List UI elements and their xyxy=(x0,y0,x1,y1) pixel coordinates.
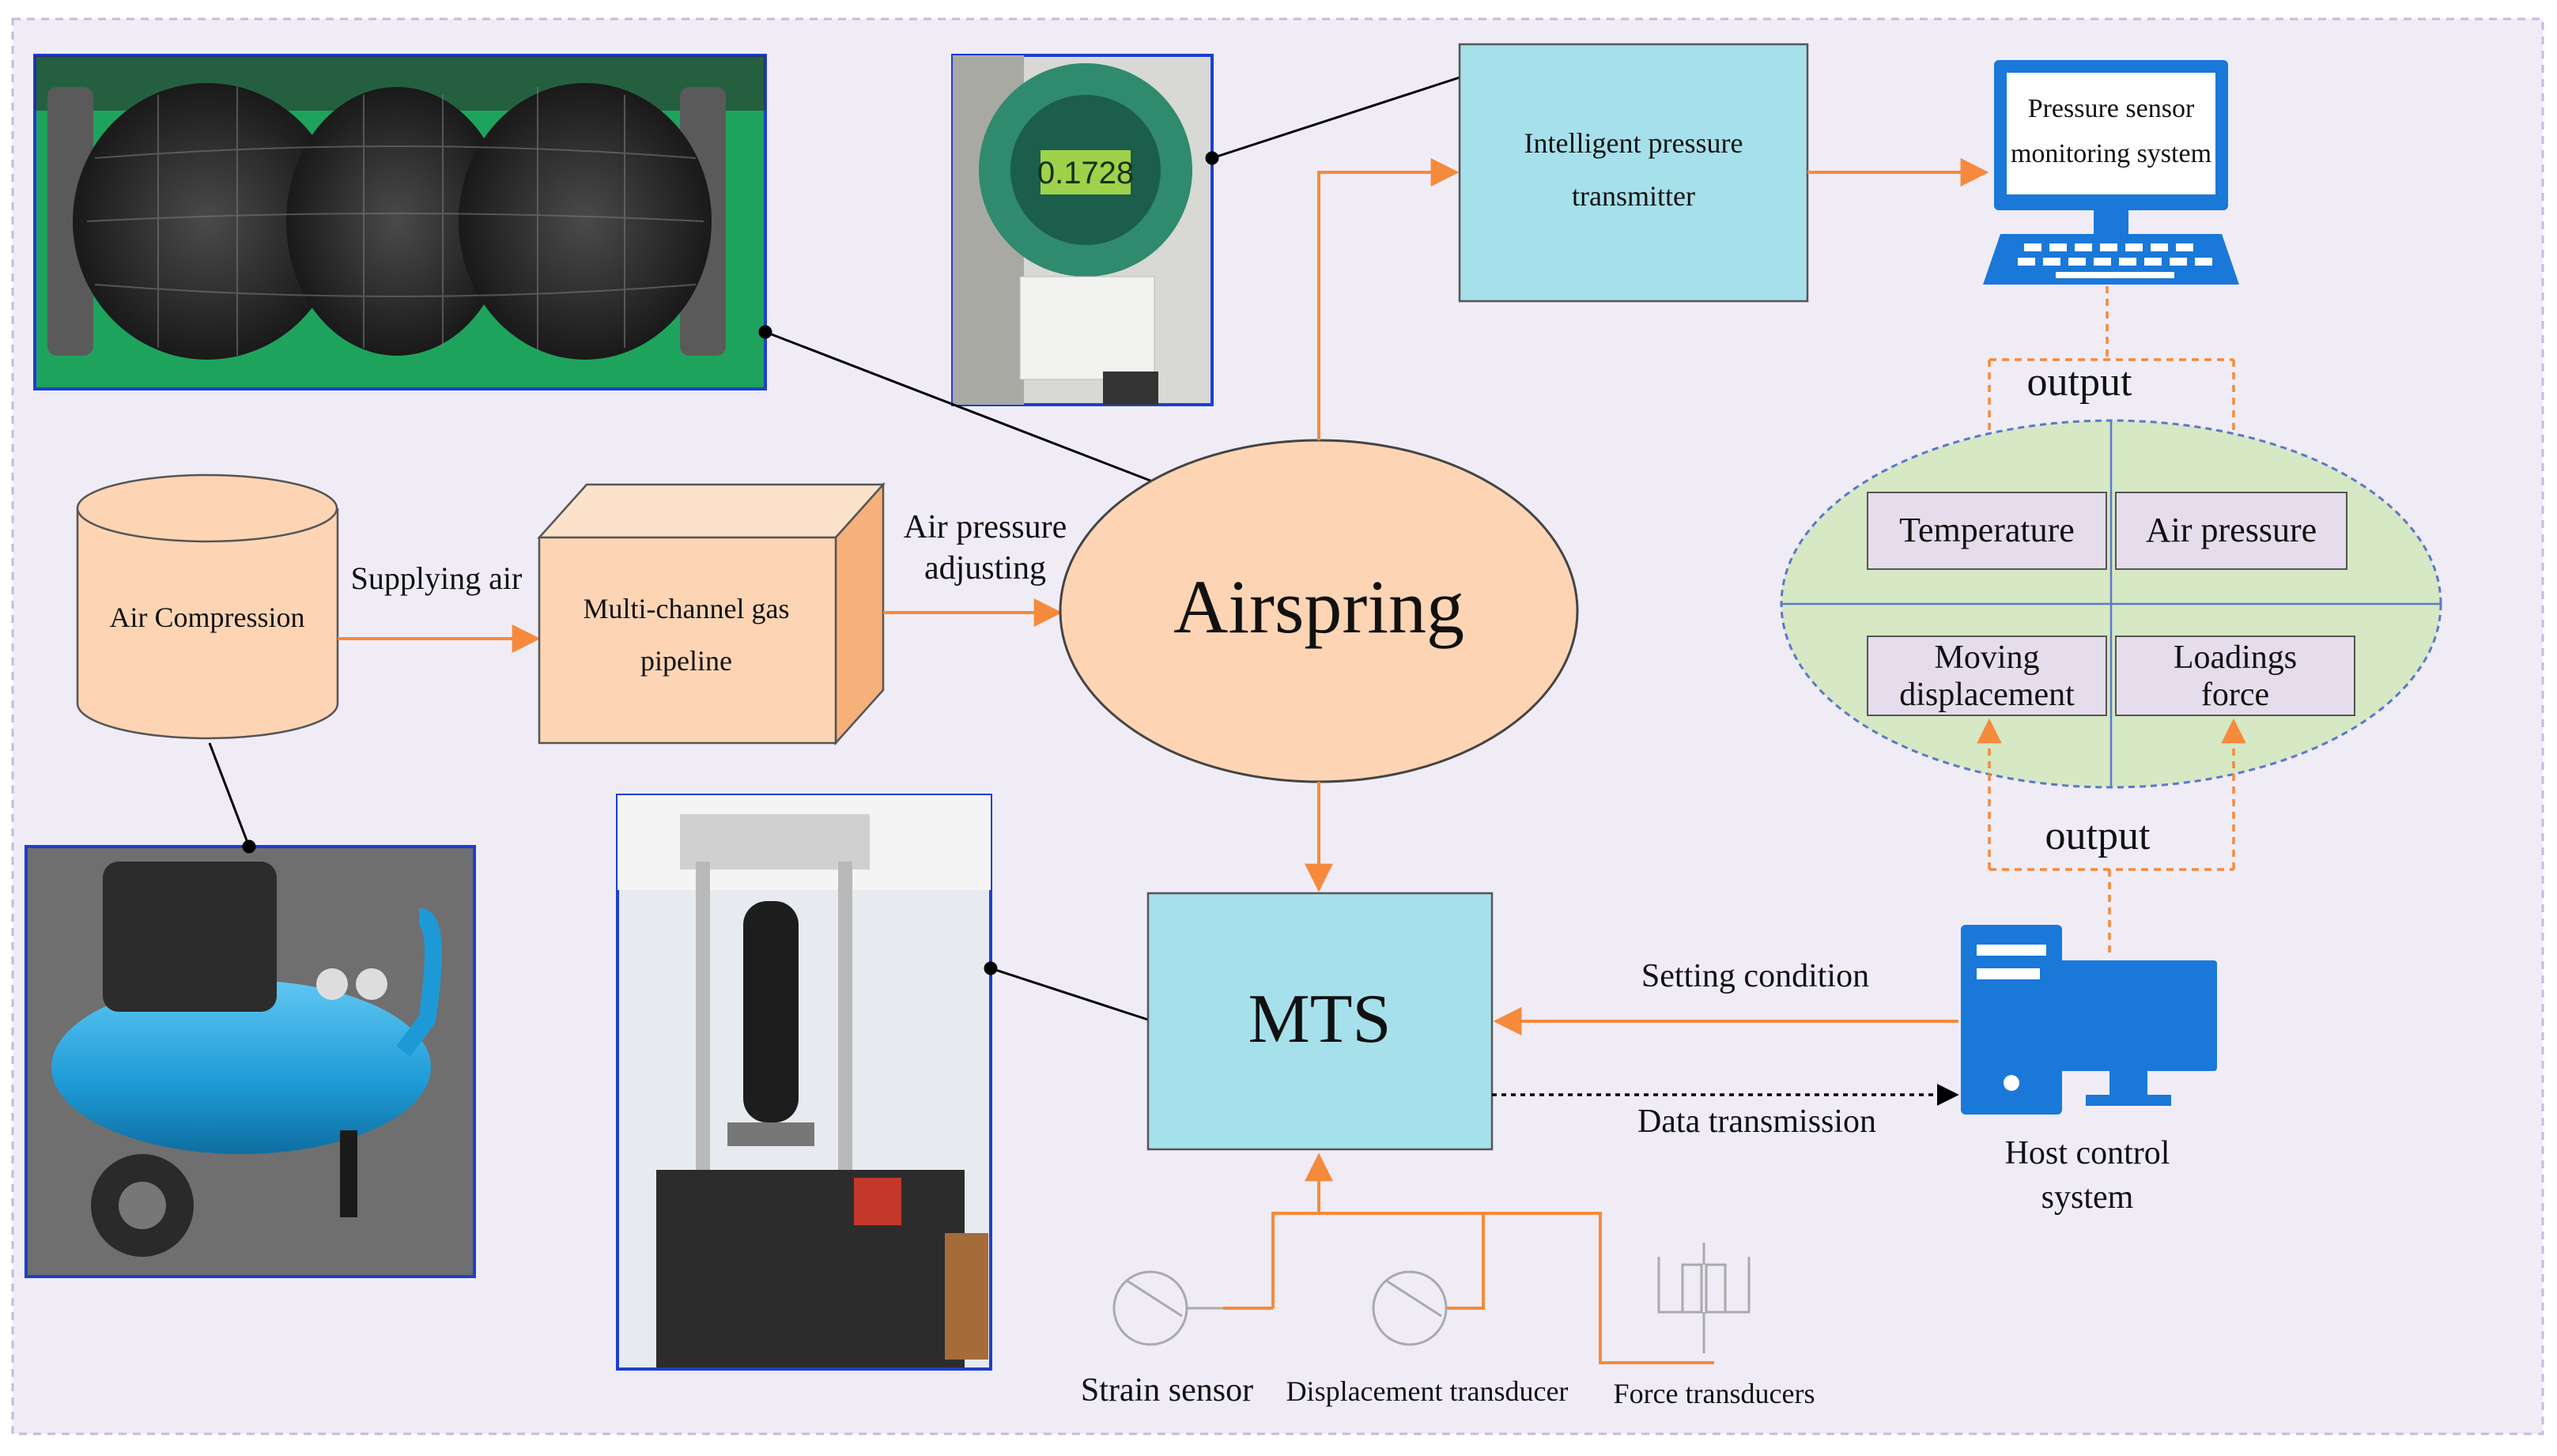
airspring-node: Airspring xyxy=(1059,439,1579,783)
gauge-display: 0.1728 xyxy=(1037,156,1134,190)
photo-connectors xyxy=(208,76,1460,1021)
mts-node: MTS xyxy=(1146,892,1494,1151)
air-compression-node: Air Compression xyxy=(76,473,339,740)
mts-label: MTS xyxy=(1248,981,1392,1058)
temperature-label: Temperature xyxy=(1899,511,2075,549)
multi-channel-label-line2: pipeline xyxy=(640,645,732,677)
airspring-label: Airspring xyxy=(1173,564,1464,649)
force-transducers-label: Force transducers xyxy=(1614,1378,1815,1409)
airspring-to-transmitter-arrow xyxy=(1317,158,1460,440)
displacement-transducer-icon xyxy=(1372,1270,1448,1346)
output-parameters-ellipse xyxy=(1780,419,2442,789)
host-control-label-line2: system xyxy=(2041,1179,2134,1216)
temperature-cell: Temperature xyxy=(1867,492,2107,570)
force-transducer-icon xyxy=(1657,1243,1751,1353)
displacement-transducer-label: Displacement transducer xyxy=(1286,1375,1569,1407)
mts-machine-photo xyxy=(616,794,992,1371)
transmitter-label-line1: Intelligent pressure xyxy=(1524,127,1743,159)
strain-sensor-icon xyxy=(1112,1270,1223,1346)
transmitter-label-line2: transmitter xyxy=(1572,180,1695,212)
multi-channel-pipeline-node: Multi-channel gas pipeline xyxy=(537,481,886,746)
loadings-force-label-line1: Loadings xyxy=(2174,639,2297,676)
moving-displacement-label-line2: displacement xyxy=(1899,677,2075,713)
setting-condition-label: Setting condition xyxy=(1641,958,1869,994)
monitor-label-line2: monitoring system xyxy=(2011,139,2211,168)
moving-displacement-label-line1: Moving xyxy=(1934,639,2039,676)
host-control-computer-icon xyxy=(1961,925,2217,1115)
air-compressor-photo xyxy=(25,845,476,1278)
airspring-photo xyxy=(33,54,767,390)
data-transmission-label: Data transmission xyxy=(1637,1103,1876,1140)
sensor-wiring xyxy=(1223,1152,1714,1364)
monitor-label-line1: Pressure sensor xyxy=(2028,94,2195,123)
air-pressure-cell: Air pressure xyxy=(2115,492,2347,570)
air-compression-label: Air Compression xyxy=(110,602,305,633)
pressure-transmitter-photo: 0.1728 xyxy=(951,54,1214,406)
multi-channel-label-line1: Multi-channel gas xyxy=(584,593,790,624)
pressure-monitor-computer-icon: Pressure sensor monitoring system xyxy=(1983,60,2239,285)
moving-displacement-cell: Moving displacement xyxy=(1867,636,2107,716)
intelligent-pressure-transmitter-node: Intelligent pressure transmitter xyxy=(1458,43,1809,303)
air-pressure-label: Air pressure xyxy=(2146,511,2317,549)
output-top-label: output xyxy=(2027,360,2132,405)
strain-sensor-label: Strain sensor xyxy=(1081,1372,1253,1409)
supplying-air-label: Supplying air xyxy=(351,560,523,596)
bottom-output-arrows xyxy=(1977,718,2246,956)
output-bottom-label: output xyxy=(2045,813,2151,858)
air-pressure-adjusting-label-line1: Air pressure xyxy=(904,509,1067,545)
loadings-force-cell: Loadings force xyxy=(2115,636,2355,716)
air-pressure-adjusting-label-line2: adjusting xyxy=(924,550,1046,587)
host-control-label-line1: Host control xyxy=(2005,1135,2170,1171)
loadings-force-label-line2: force xyxy=(2201,677,2269,713)
